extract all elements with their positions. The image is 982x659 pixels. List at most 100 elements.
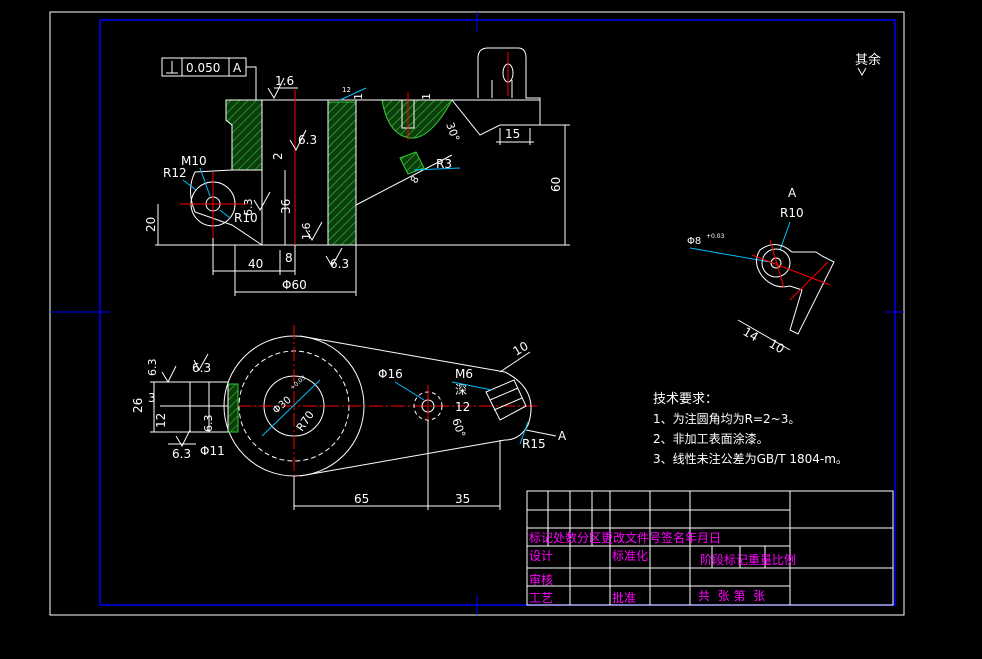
dim-8-small-text: 8 [409,174,422,185]
front-section-hatch-right [327,101,357,246]
dim-40-text: 40 [248,257,263,271]
a-view-arrow [525,429,557,437]
dim-20-text: 20 [144,217,158,232]
aux-centerline-a [751,254,831,286]
aux-a-text: A [788,186,797,200]
aux-hole-inner [770,257,782,269]
r15-text: R15 [522,437,546,451]
roughness-top-6-3-a: 6.3 [146,359,177,384]
aux-phi8-text: Φ8 [687,236,701,247]
m6-text: M6 [455,367,473,381]
title-approve: 批准 [612,590,636,605]
r10-text: R10 [234,211,258,225]
r12-text: R12 [163,166,187,180]
dim-2-text: 2 [271,152,285,160]
top-left-hatch [227,383,239,433]
dim-12-small-text: 12 [342,86,351,94]
svg-text:6.3: 6.3 [146,359,159,377]
top-view: 26 3 12 6.3 6.3 6.3 6.3 Φ11 Φ30 +0.03 R7… [131,325,567,510]
dim-36-text: 36 [279,199,293,214]
dim-60-text: 60 [549,177,563,192]
svg-text:0.050: 0.050 [186,61,220,75]
front-rib-section [399,151,425,175]
svg-text:其余: 其余 [855,52,881,68]
a-bottom-text: A [558,429,567,443]
r12-leader [182,179,197,191]
tech-item-3: 3、线性未注公差为GB/T 1804-m。 [653,451,848,466]
title-row-mark: 标记处数分区更改文件号签名年月日 [529,530,721,545]
phi30-tol-text: +0.03 [289,374,308,391]
dim-12-leader [339,87,367,101]
svg-text:6.3: 6.3 [192,361,211,375]
phi16-text: Φ16 [378,367,403,381]
r15-leader [519,421,529,445]
roughness-6-3-middle: 6.3 [289,129,317,152]
tech-item-1: 1、为注圆角均为R=2~3。 [653,411,800,426]
front-section-hatch-pocket [381,99,453,139]
title-process: 工艺 [529,591,553,605]
front-section-hatch-left [225,99,263,171]
m6-leader [451,381,493,391]
aux-14-text: 14 [741,324,761,344]
top-arm-end [504,371,532,441]
roughness-1-6-top: 1.6 [267,74,298,100]
aux-10-text: 10 [767,336,787,356]
title-design: 设计 [529,549,553,563]
top-end-slot [485,379,527,421]
roughness-1-6-side: 1.6 [300,221,323,241]
deep-12-text: 12 [455,400,470,414]
svg-text:1.6: 1.6 [300,223,313,241]
roughness-6-3-left: 6.3 [242,191,271,217]
aux-centerline-c [789,261,829,301]
aux-dim-line [737,319,791,351]
top-arm-lower [299,439,506,477]
deep-text: 深 [455,383,467,397]
r70-text: R70 [294,409,317,434]
svg-text:6.3: 6.3 [242,199,255,217]
aux-phi8-tol-text: +0.03 [706,233,725,240]
dim-65-text: 65 [354,492,369,506]
outer-frame [49,11,905,616]
roughness-top-6-3-b: 6.3 [192,353,211,375]
top-end-slot-line-b [493,397,523,411]
roughness-top-6-3-d: 6.3 [168,429,196,461]
svg-text:6.3: 6.3 [330,257,349,271]
phi30-text: Φ30 [271,395,294,417]
tech-heading: 技术要求： [653,392,718,407]
inner-frame [99,19,896,606]
r3-text: R3 [436,157,452,171]
front-rib-line [355,154,453,206]
dim-10-top-text: 10 [511,339,531,359]
front-top-lug [477,47,541,125]
svg-text:6.3: 6.3 [298,133,317,147]
roughness-6-3-bottom: 6.3 [325,247,349,271]
m10-leader [199,167,211,197]
m10-text: M10 [181,154,207,168]
phi11-text: Φ11 [200,444,225,458]
auxiliary-view-a: A R10 Φ8 +0.03 14 10 [687,186,835,356]
tech-item-2: 2、非加工表面涂漆。 [653,431,769,446]
aux-centerline-b [769,239,785,289]
front-left-lug [190,169,263,246]
phi16-leader [394,381,425,401]
dim-phi60-text: Φ60 [282,278,307,292]
r3-leader [413,167,461,171]
roughness-other-note: 其余 [855,52,881,77]
tech-requirements: 技术要求： 1、为注圆角均为R=2~3。 2、非加工表面涂漆。 3、线性未注公差… [653,392,848,466]
dim-8-text: 8 [285,251,293,265]
title-standardize: 标准化 [612,549,648,563]
top-end-slot-line-a [489,387,519,401]
front-outline [225,99,541,246]
dim-15-text: 15 [505,127,520,141]
svg-text:6.3: 6.3 [172,447,191,461]
dim-3-text: 3 [148,391,156,405]
svg-text:A: A [233,61,242,75]
aux-part-outline [756,244,835,335]
roughness-top-6-3-c: 6.3 [202,415,215,433]
dim-1-a-text: 1 [352,93,365,100]
top-arm-upper [299,335,506,373]
aux-r10-text: R10 [780,206,804,220]
dim-30deg-text: 30° [443,121,462,144]
front-view: 0.050 A 60 15 [144,47,570,296]
